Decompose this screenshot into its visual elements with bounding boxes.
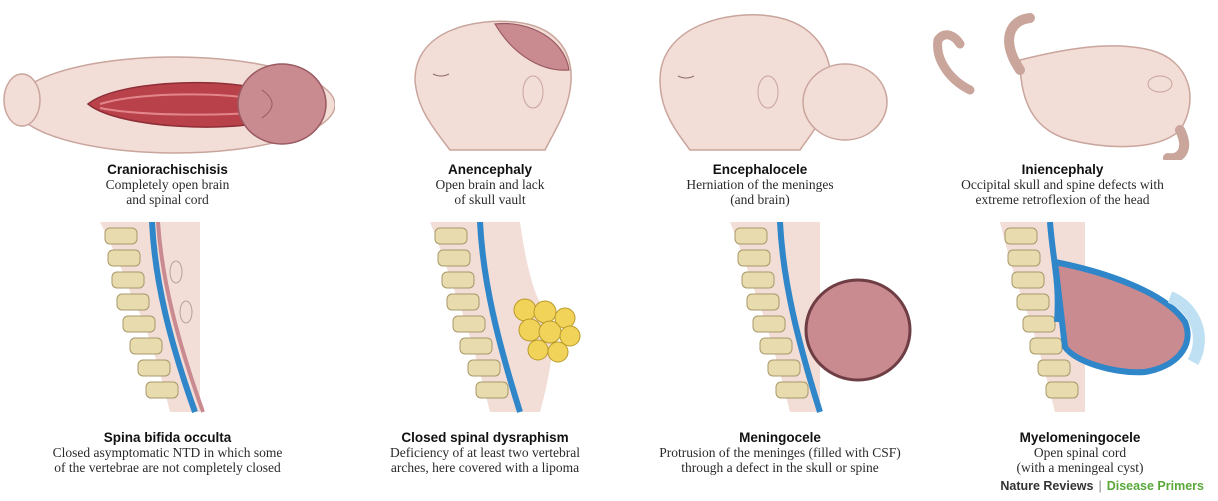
- panel-closed-spinal-dysraphism: Closed spinal dysraphism Deficiency of a…: [340, 222, 630, 477]
- caption-title: Closed spinal dysraphism: [401, 430, 568, 445]
- caption-title: Spina bifida occulta: [104, 430, 232, 445]
- caption-line-2: of skull vault: [355, 192, 625, 207]
- infant-head-profile-illustration: [355, 0, 625, 160]
- spine-lipoma-illustration: [340, 222, 630, 422]
- source-credit: Nature Reviews | Disease Primers: [1000, 479, 1204, 493]
- infant-back-open-spine-illustration: [0, 0, 335, 160]
- panel-spina-bifida-occulta: Spina bifida occulta Closed asymptomatic…: [0, 222, 335, 477]
- caption-line-1: Closed asymptomatic NTD in which some: [0, 445, 335, 460]
- caption-line-1: Open spinal cord: [945, 445, 1215, 460]
- panel-myelomeningocele: Myelomeningocele Open spinal cord (with …: [945, 222, 1215, 477]
- caption-line-2: extreme retroflexion of the head: [910, 192, 1215, 207]
- credit-separator: |: [1098, 479, 1101, 493]
- caption-line-1: Protrusion of the meninges (filled with …: [630, 445, 930, 460]
- caption-meningocele: Meningocele Protrusion of the meninges (…: [630, 430, 930, 475]
- panel-iniencephaly: Iniencephaly Occipital skull and spine d…: [910, 0, 1215, 210]
- caption-line-1: Completely open brain: [0, 177, 335, 192]
- journal-name: Nature Reviews: [1000, 479, 1093, 493]
- caption-encephalocele: Encephalocele Herniation of the meninges…: [620, 162, 900, 207]
- spine-open-cord-cyst-illustration: [945, 222, 1215, 422]
- panel-encephalocele: Encephalocele Herniation of the meninges…: [620, 0, 900, 210]
- caption-line-2: of the vertebrae are not completely clos…: [0, 460, 335, 475]
- caption-title: Iniencephaly: [1022, 162, 1104, 177]
- series-name: Disease Primers: [1107, 479, 1204, 493]
- caption-line-2: through a defect in the skull or spine: [630, 460, 930, 475]
- caption-title: Anencephaly: [448, 162, 532, 177]
- caption-title: Myelomeningocele: [1020, 430, 1141, 445]
- caption-line-2: (and brain): [620, 192, 900, 207]
- caption-line-1: Occipital skull and spine defects with: [910, 177, 1215, 192]
- panel-craniorachischisis: Craniorachischisis Completely open brain…: [0, 0, 335, 210]
- caption-title: Meningocele: [739, 430, 821, 445]
- caption-title: Craniorachischisis: [107, 162, 228, 177]
- caption-title: Encephalocele: [713, 162, 808, 177]
- panel-anencephaly: Anencephaly Open brain and lack of skull…: [355, 0, 625, 210]
- infant-body-retroflexed-illustration: [910, 0, 1215, 160]
- caption-line-1: Open brain and lack: [355, 177, 625, 192]
- caption-iniencephaly: Iniencephaly Occipital skull and spine d…: [910, 162, 1215, 207]
- caption-line-1: Herniation of the meninges: [620, 177, 900, 192]
- caption-craniorachischisis: Craniorachischisis Completely open brain…: [0, 162, 335, 207]
- infant-head-sac-illustration: [620, 0, 900, 160]
- panel-meningocele: Meningocele Protrusion of the meninges (…: [630, 222, 930, 477]
- caption-myelomeningocele: Myelomeningocele Open spinal cord (with …: [945, 430, 1215, 475]
- caption-line-2: (with a meningeal cyst): [945, 460, 1215, 475]
- caption-line-2: arches, here covered with a lipoma: [340, 460, 630, 475]
- caption-line-1: Deficiency of at least two vertebral: [340, 445, 630, 460]
- spine-section-illustration: [0, 222, 335, 422]
- caption-spina-bifida-occulta: Spina bifida occulta Closed asymptomatic…: [0, 430, 335, 475]
- caption-anencephaly: Anencephaly Open brain and lack of skull…: [355, 162, 625, 207]
- caption-line-2: and spinal cord: [0, 192, 335, 207]
- spine-meningeal-sac-illustration: [630, 222, 930, 422]
- caption-closed-spinal-dysraphism: Closed spinal dysraphism Deficiency of a…: [340, 430, 630, 475]
